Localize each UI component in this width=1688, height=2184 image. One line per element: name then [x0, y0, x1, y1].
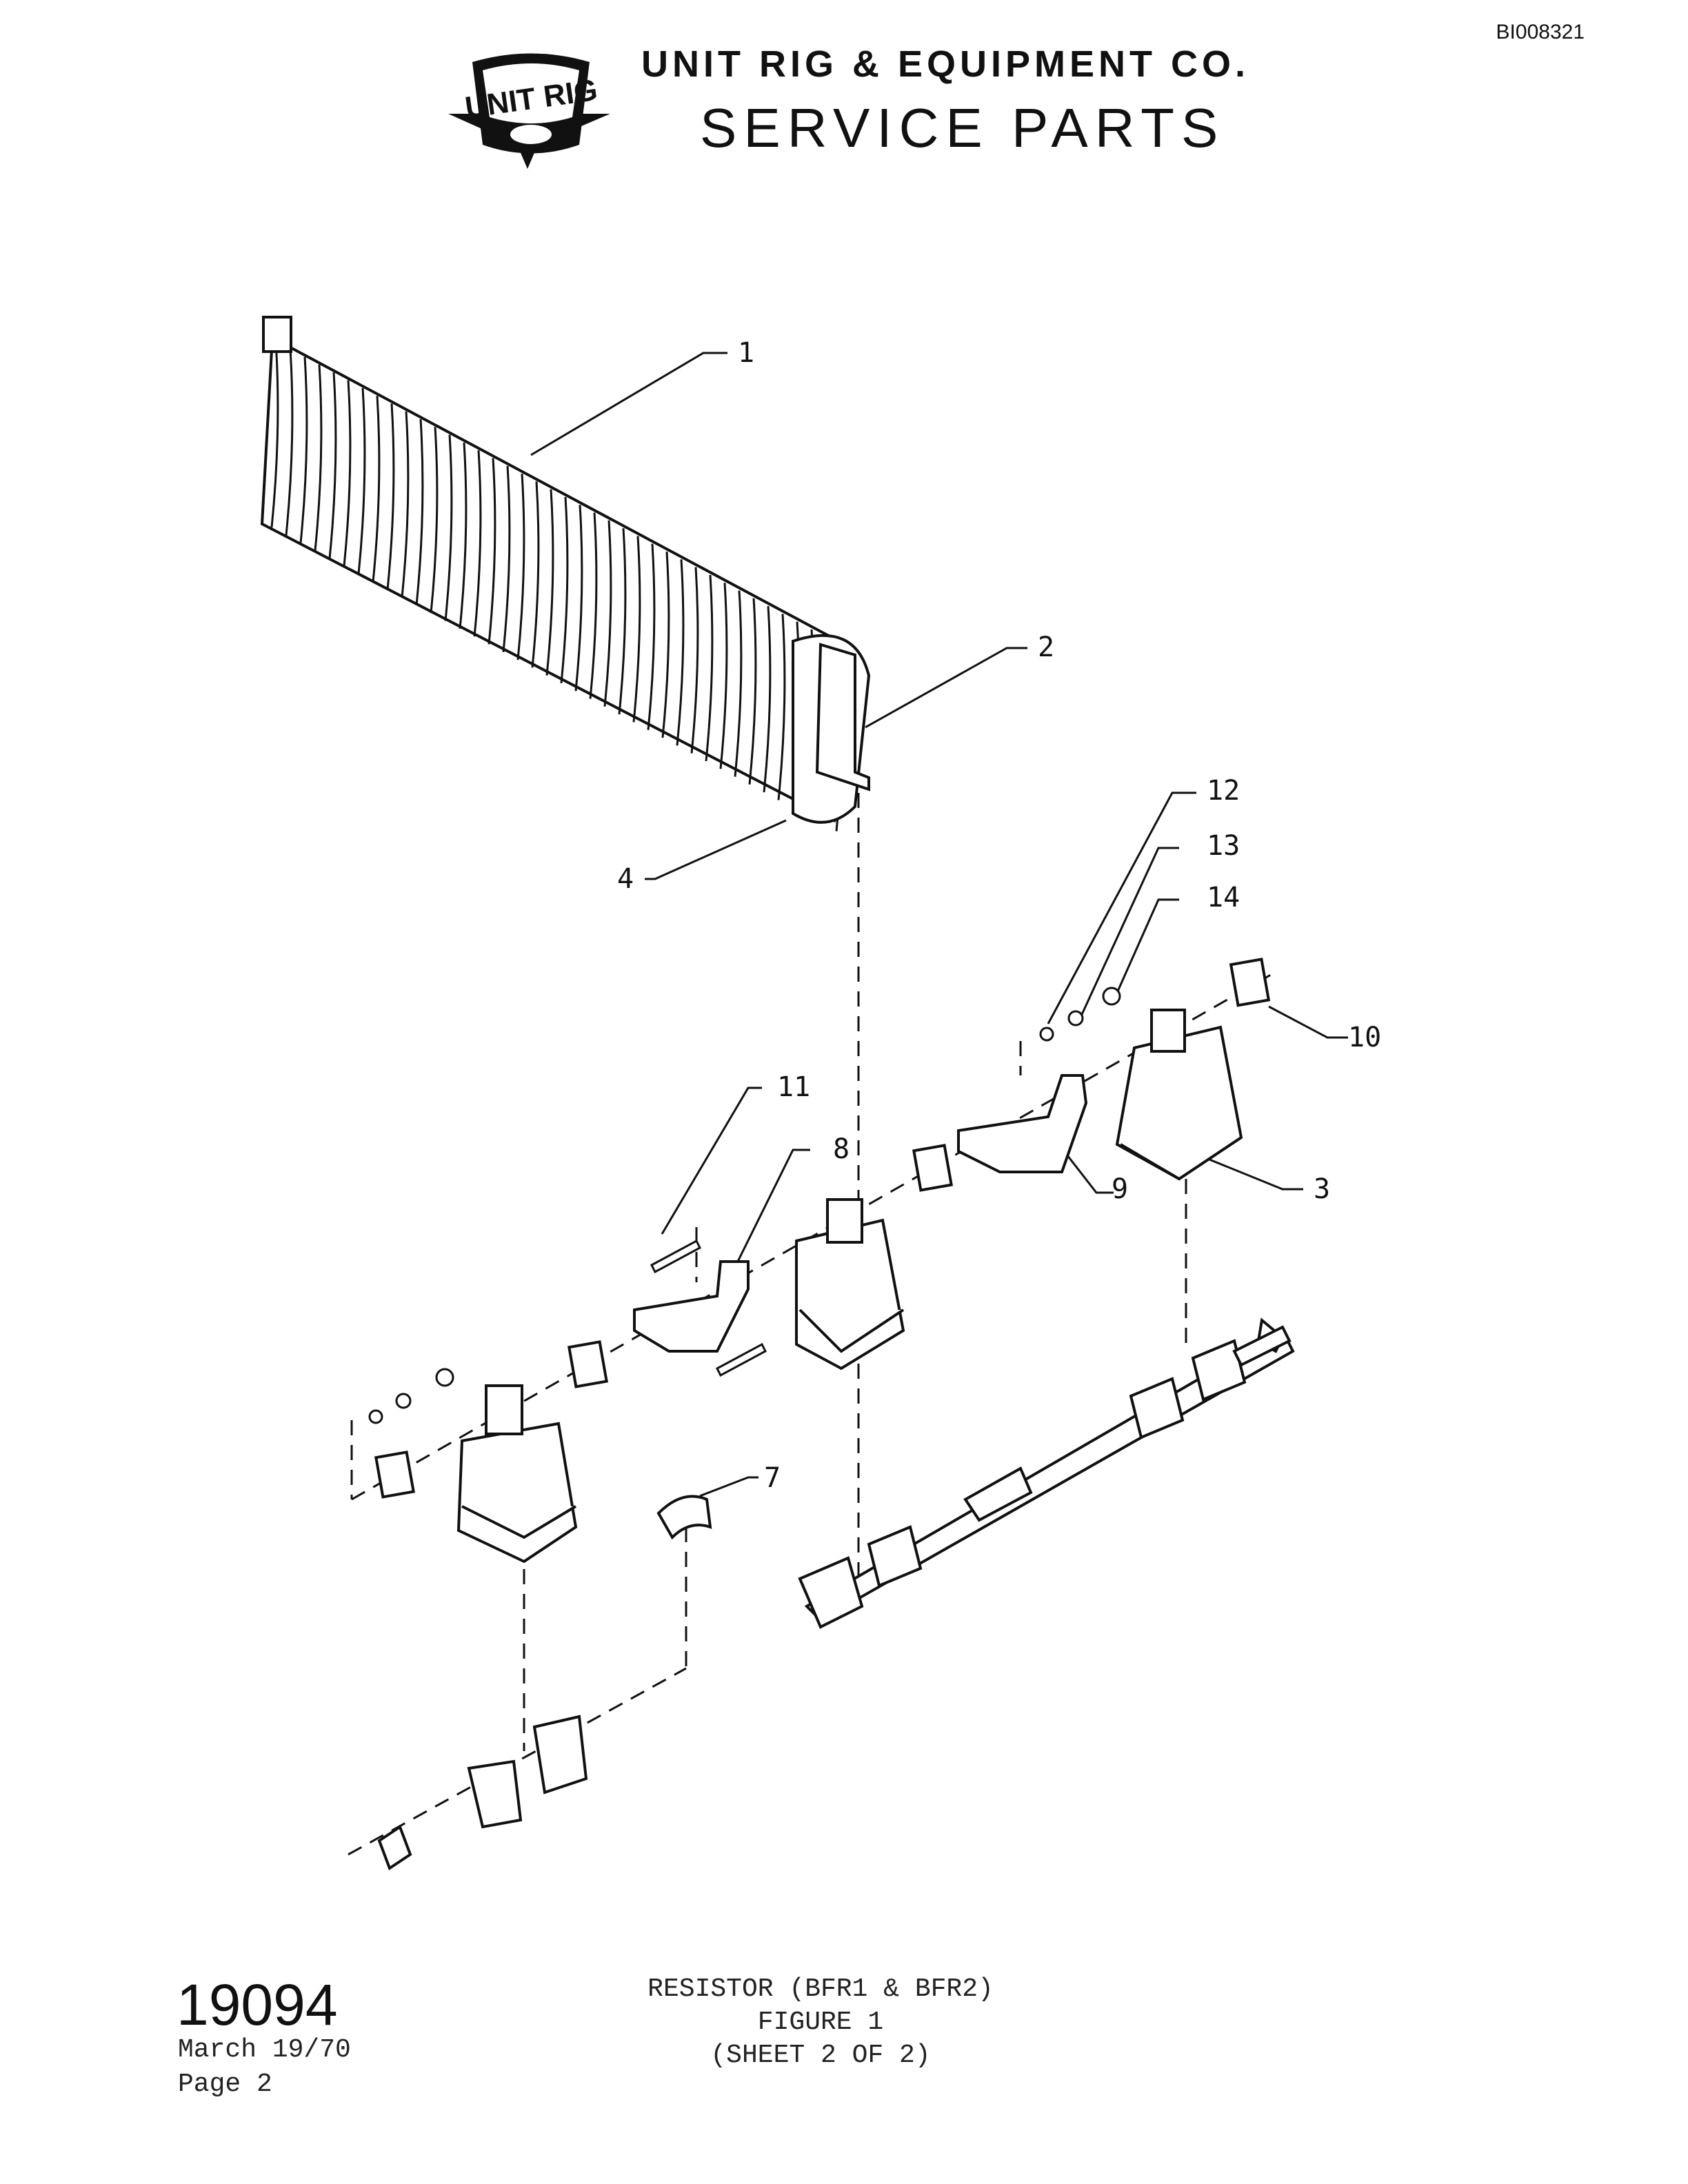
callout-12: 12 — [1207, 775, 1240, 807]
mounting-bracket-9 — [957, 1074, 1088, 1173]
callout-11: 11 — [777, 1071, 810, 1103]
tie-rod — [798, 1317, 1295, 1629]
callout-8: 8 — [833, 1133, 850, 1165]
part-number: 19094 — [177, 1972, 338, 2037]
mounting-bracket-8 — [633, 1260, 750, 1353]
lockwasher-12 — [1039, 1027, 1054, 1042]
clamp — [467, 1759, 523, 1829]
spacer-7 — [656, 1495, 712, 1540]
figure-caption: RESISTOR (BFR1 & BFR2) FIGURE 1 (SHEET 2… — [607, 1973, 1034, 2072]
washer-13 — [1067, 1010, 1084, 1027]
bolt — [716, 1342, 767, 1377]
caption-figure: FIGURE 1 — [757, 2008, 884, 2037]
washer — [395, 1393, 412, 1409]
clamp — [532, 1715, 588, 1794]
terminal-plate — [567, 1340, 609, 1388]
callout-1: 1 — [738, 337, 754, 369]
issue-date: March 19/70 — [178, 2035, 351, 2065]
page-number: Page 2 — [178, 2070, 272, 2099]
callout-2: 2 — [1038, 631, 1054, 663]
callout-14: 14 — [1207, 882, 1240, 913]
caption-sheet: (SHEET 2 OF 2) — [710, 2041, 931, 2070]
section-title: SERVICE PARTS — [700, 97, 1225, 159]
callout-10: 10 — [1348, 1022, 1381, 1053]
callout-3: 3 — [1314, 1173, 1330, 1205]
unit-rig-logo: UNIT RIG — [448, 53, 610, 169]
callout-9: 9 — [1112, 1173, 1128, 1205]
lockwasher — [368, 1409, 383, 1424]
caption-title: RESISTOR (BFR1 & BFR2) — [647, 1974, 994, 2004]
bolt-11 — [650, 1239, 701, 1274]
terminal-plate — [374, 1450, 416, 1499]
company-name: UNIT RIG & EQUIPMENT CO. — [641, 43, 1250, 85]
nut-14 — [1102, 987, 1121, 1006]
spring — [377, 1824, 412, 1871]
terminal-plate-10 — [1229, 958, 1271, 1007]
resistor-coil — [260, 316, 871, 831]
terminal-bracket — [815, 643, 870, 791]
insulator-support — [456, 1009, 1243, 1564]
callout-7: 7 — [764, 1462, 781, 1494]
callout-13: 13 — [1207, 830, 1240, 862]
document-id: BI008321 — [1496, 21, 1585, 43]
nut — [435, 1368, 454, 1387]
terminal-plate — [912, 1144, 954, 1192]
callout-4: 4 — [617, 863, 634, 895]
